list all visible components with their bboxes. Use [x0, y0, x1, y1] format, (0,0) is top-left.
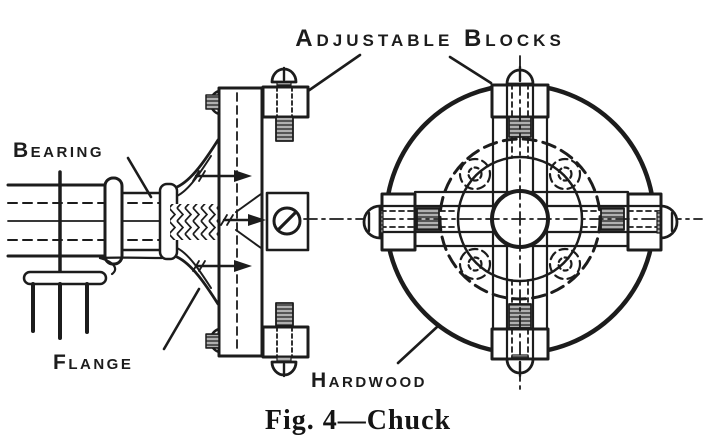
screw-head-icon — [362, 204, 382, 240]
label-bearing: Bearing — [13, 139, 104, 162]
figure-caption: Fig. 4—Chuck — [265, 405, 451, 436]
label-adjustable-blocks: Adjustable Blocks — [295, 25, 565, 52]
spindle-shaft — [6, 176, 171, 266]
adjustable-block-top-side — [261, 66, 310, 142]
label-flange: Flange — [53, 351, 133, 374]
adjustable-block-left — [380, 192, 417, 252]
bearing-bracket — [22, 170, 108, 340]
screw-head-icon — [659, 204, 679, 240]
lag-screw-arrows — [192, 170, 266, 272]
adjustable-block-bottom-side — [261, 302, 310, 378]
outer-screw-heads — [362, 65, 679, 378]
side-view — [6, 66, 310, 378]
leader-adjustable-blocks-right — [448, 55, 493, 85]
leader-lines — [126, 53, 493, 365]
adjustable-block-right — [626, 192, 663, 252]
guide-channels — [380, 83, 663, 361]
leader-adjustable-blocks-left — [306, 53, 362, 93]
leader-flange — [162, 287, 201, 351]
leader-hardwood — [396, 325, 439, 365]
center-screw-side — [265, 191, 310, 252]
adjustable-blocks-front — [380, 83, 663, 361]
label-hardwood: Hardwood — [311, 369, 427, 392]
front-view — [303, 55, 703, 393]
centerlines — [303, 55, 703, 393]
flange-screw-holes — [458, 157, 582, 281]
leader-bearing — [126, 156, 153, 199]
